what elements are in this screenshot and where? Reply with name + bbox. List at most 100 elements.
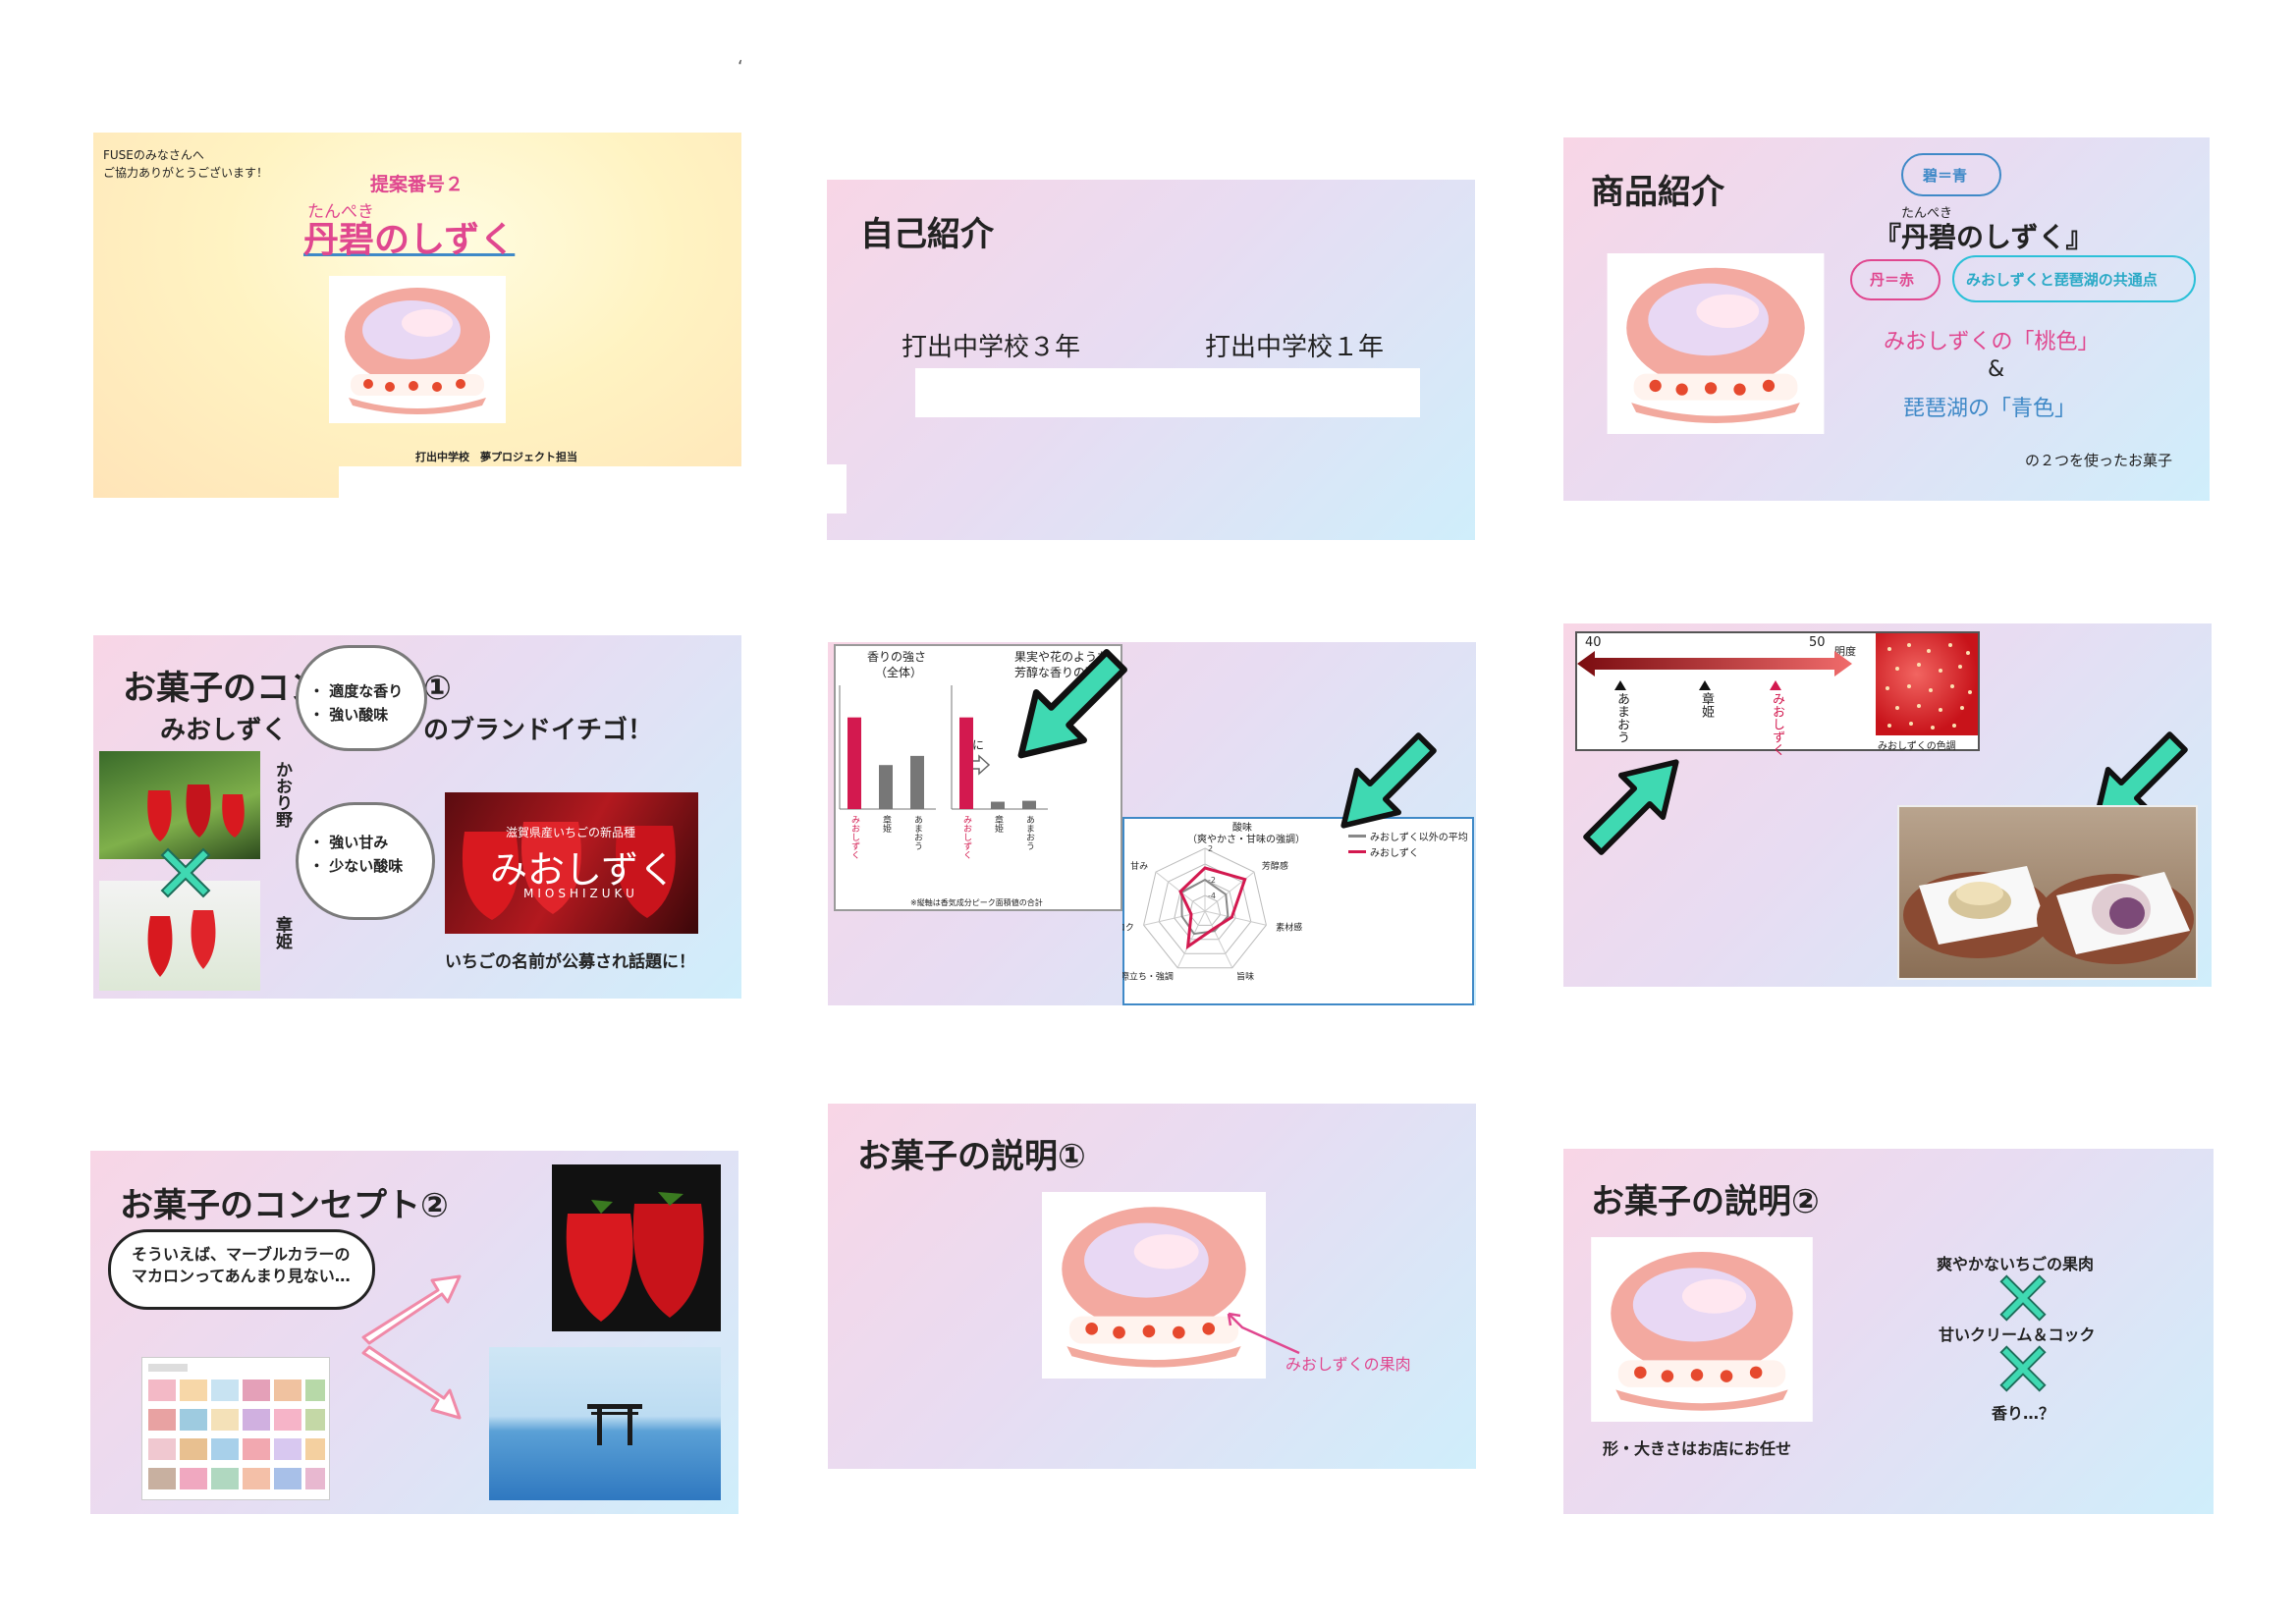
marker-akihime-icon (1699, 680, 1711, 690)
bar-tick-label: 章姫 (993, 814, 1004, 834)
bar-あまおう (1022, 800, 1036, 809)
bar-left-title-1: 香りの強さ (867, 650, 927, 664)
marker-mio-icon (1770, 680, 1781, 690)
strawberry-photo (552, 1164, 721, 1331)
bar-あまおう (910, 755, 924, 809)
slide-title: お菓子のコンセプト② (120, 1186, 449, 1225)
radar-series-mio (1178, 866, 1247, 950)
slide-footer: の２つを使ったお菓子 (2025, 452, 2173, 469)
radar-tick-label: 2 (1208, 844, 1213, 853)
brand-roman-text: MIOSHIZUKU (523, 887, 638, 900)
radar-tick-label: -4 (1208, 892, 1216, 900)
macaron-image (329, 276, 506, 423)
bar-right-title-1: 果実や花のような (1014, 650, 1110, 664)
cover-footer: 打出中学校 夢プロジェクト担当 (415, 451, 577, 463)
macaron-image (1591, 1237, 1813, 1422)
member-grade-1: 打出中学校３年 (902, 333, 1081, 362)
bubble-2-item-1: ・ 強い甘み (309, 834, 389, 851)
subtitle-left: みおしずく (160, 716, 288, 745)
slide-1-cover[interactable]: FUSEのみなさんへ ご協力ありがとうございます！ 提案番号２ たんぺき 丹碧の… (93, 133, 741, 498)
slide-6-color-scale[interactable]: 40 50 明度 あまおう 章姫 みおしずく みおしずくの色調 (1563, 623, 2212, 987)
mioshizuku-brand-image (445, 792, 698, 934)
slide-4-concept-1[interactable]: お菓子のコンセプト① みおしずく のブランドイチゴ！ かおり野 章姫 ・ 適度な… (93, 635, 741, 999)
scale-unit: 明度 (1834, 645, 1856, 658)
mint-arrow-icon (1017, 649, 1127, 759)
radar-axis-label: 甘み (1130, 860, 1148, 872)
macaron-search-screenshot (141, 1357, 330, 1500)
slide-2-self-intro[interactable]: 自己紹介 打出中学校３年 打出中学校１年 (827, 180, 1475, 540)
radar-axis-label: 旨味コク (1122, 921, 1134, 933)
radar-tick-label: -2 (1208, 876, 1216, 885)
bar-みおしずく (847, 717, 861, 809)
radar-axis-label: 芳醇感 (1262, 860, 1288, 872)
member-grade-2: 打出中学校１年 (1205, 333, 1385, 362)
line-blue: 琵琶湖の「青色」 (1903, 397, 2077, 421)
slide-7-concept-2[interactable]: お菓子のコンセプト② そういえば、マーブルカラーの マカロンってあんまり見ない… (90, 1151, 738, 1514)
cloud-blue-text: 碧＝青 (1923, 167, 1968, 185)
photo-caption: みおしずくの色調 (1878, 741, 1956, 752)
thanks-line-2: ご協力ありがとうございます！ (103, 166, 269, 180)
marker-mio: みおしずく (1770, 692, 1784, 756)
redacted-names (915, 368, 1420, 417)
radar-grid-ring (1143, 847, 1267, 969)
lake-torii-photo (489, 1347, 721, 1500)
slide-title: お菓子の説明② (1591, 1182, 1820, 1221)
radar-grid-ring (1174, 879, 1236, 941)
bubble-1-item-2: ・ 強い酸味 (309, 706, 389, 724)
redacted-box-small (827, 464, 847, 514)
radar-grid-ring (1188, 894, 1222, 926)
cross-icon (1999, 1345, 2047, 1392)
bar-left-title-2: （全体） (875, 666, 923, 679)
slide-5-aroma-charts[interactable]: 香りの強さ （全体） 果実や花のような 芳醇な香りの強さ 特に みおしずく章姫あ… (828, 642, 1476, 1005)
legend-other: みおしずく以外の平均 (1370, 833, 1468, 843)
bar-tick-label: みおしずく (849, 815, 860, 859)
mint-arrow-icon (2092, 731, 2188, 828)
ruby-reading: たんぺき (307, 202, 374, 222)
bar-tick-label: 章姫 (881, 814, 892, 834)
radar-spoke (1176, 910, 1206, 968)
cloud-blue (1901, 153, 2001, 196)
slide-title: お菓子の説明① (857, 1137, 1086, 1176)
slide-3-product-intro[interactable]: 商品紹介 碧＝青 たんぺき 『丹碧のしずく』 丹＝赤 みおしずくと琵琶湖の共通点… (1563, 137, 2210, 501)
speech-bubble-2 (296, 802, 435, 920)
slide-8-description-1[interactable]: お菓子の説明① みおしずくの果肉 (828, 1104, 1476, 1469)
thought-line-2: マカロンってあんまり見ない… (132, 1267, 351, 1285)
slide-9-description-2[interactable]: お菓子の説明② 爽やかないちごの果肉 甘いクリーム＆コック 香り…？ 形・大きさ… (1563, 1149, 2214, 1514)
brand-small-text: 滋賀県産いちごの新品種 (506, 826, 636, 839)
sweets-on-plates-photo (1897, 805, 2198, 980)
marker-amaou: あまおう (1614, 692, 1629, 743)
radar-title-2: （爽やかさ・甘味の強調） (1187, 835, 1305, 845)
redacted-box (339, 466, 741, 498)
cloud-pink (1850, 259, 1941, 300)
mint-arrow-icon (1340, 732, 1437, 829)
macaron-image (1607, 253, 1825, 434)
thought-line-1: そういえば、マーブルカラーの (132, 1245, 351, 1264)
radar-spoke (1204, 910, 1233, 968)
bar-chart-svg: みおしずく章姫あまおうみおしずく章姫あまおう (839, 685, 1048, 859)
thanks-line-1: FUSEのみなさんへ (103, 148, 204, 162)
brand-logo-text: みおしずく (490, 848, 677, 892)
vertical-label-akihime: 章姫 (272, 916, 292, 949)
radar-axis-label: 味わいの際立ち・強調 (1122, 971, 1174, 983)
radar-axis-label: 旨味 (1236, 971, 1254, 983)
cross-icon (160, 847, 211, 898)
bar-tick-label: みおしずく (961, 815, 972, 859)
radar-spoke (1204, 910, 1267, 926)
scale-right-value: 50 (1809, 635, 1826, 650)
cross-icon (1999, 1274, 2047, 1322)
radar-axis-label: 素材感 (1276, 921, 1302, 933)
line-pink: みおしずくの「桃色」 (1884, 330, 2100, 354)
proposal-number: 提案番号２ (370, 174, 465, 195)
speech-bubble-1 (296, 645, 427, 751)
legend-mio: みおしずく (1370, 848, 1419, 859)
macaron-image (1042, 1192, 1266, 1379)
cloud-teal (1952, 255, 2196, 302)
bar-章姫 (991, 801, 1005, 809)
bar-みおしずく (959, 717, 973, 809)
callout-text: みおしずくの果肉 (1285, 1355, 1411, 1374)
product-name: 『丹碧のしずく』 (1874, 221, 2094, 253)
mint-arrow-up-icon (1583, 759, 1679, 855)
scale-left-value: 40 (1585, 635, 1602, 650)
marker-akihime: 章姫 (1699, 692, 1714, 718)
